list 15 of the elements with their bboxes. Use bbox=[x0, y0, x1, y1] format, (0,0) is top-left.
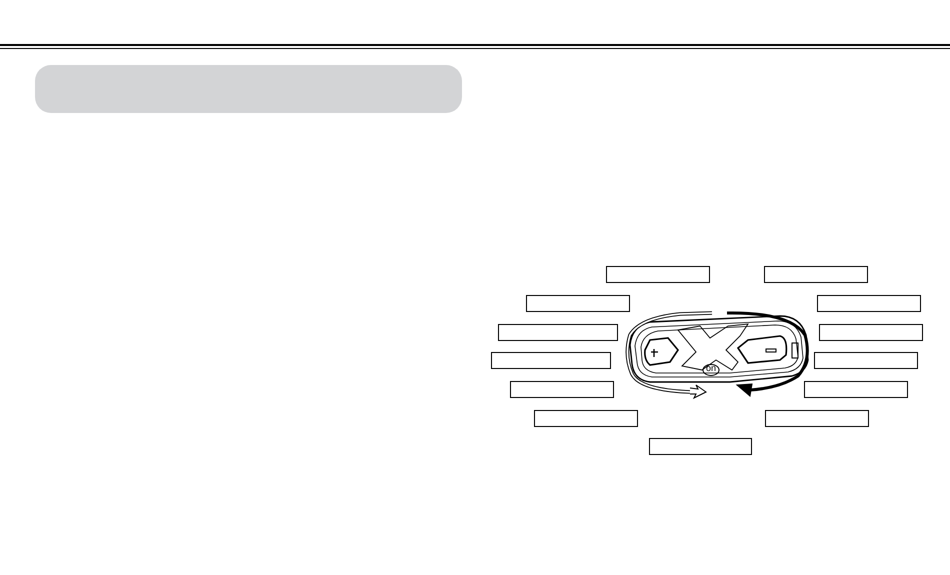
blank-label-box bbox=[534, 410, 638, 427]
blank-label-box bbox=[606, 266, 710, 283]
blank-label-box bbox=[804, 381, 908, 398]
blank-label-box bbox=[817, 295, 921, 312]
blank-label-box bbox=[491, 352, 611, 369]
blank-label-box bbox=[819, 324, 923, 341]
blank-label-box bbox=[764, 266, 868, 283]
blank-label-box bbox=[765, 410, 869, 427]
blank-label-box bbox=[526, 295, 630, 312]
blank-label-box bbox=[814, 352, 918, 369]
heading-banner bbox=[35, 65, 462, 113]
button-label: on bbox=[704, 363, 717, 374]
blank-label-box bbox=[649, 438, 752, 455]
blank-label-box bbox=[510, 381, 614, 398]
blank-label-box bbox=[498, 324, 618, 341]
